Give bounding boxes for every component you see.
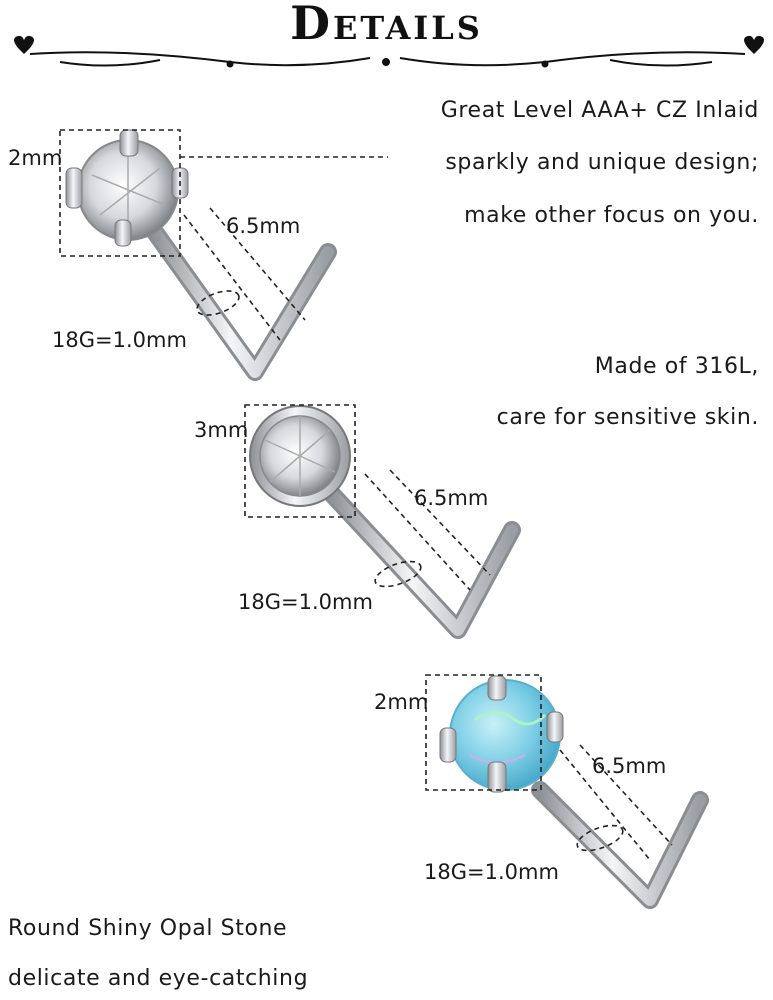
stud-2-size-label: 3mm: [194, 418, 249, 442]
stud-2-gauge-label: 18G=1.0mm: [238, 590, 373, 614]
feature-line-1: Great Level AAA+ CZ Inlaid: [440, 98, 759, 123]
stud-2-clear-cz-bezel: [249, 405, 521, 639]
stud-1-clear-cz: [65, 129, 337, 381]
stud-1-length-label: 6.5mm: [226, 214, 301, 238]
material-line-2: care for sensitive skin.: [496, 405, 759, 430]
page-title: Details: [290, 0, 483, 50]
heart-icon-right: [744, 35, 764, 54]
stud-3-blue-opal: [439, 675, 709, 909]
stud-1-gauge-label: 18G=1.0mm: [52, 328, 187, 352]
feature-line-3: make other focus on you.: [464, 203, 759, 228]
feature-line-2: sparkly and unique design;: [445, 150, 759, 175]
stud-3-gauge-label: 18G=1.0mm: [424, 860, 559, 884]
opal-line-2: delicate and eye-catching: [8, 966, 309, 991]
ornament-divider: [29, 51, 746, 68]
heart-icon-left: [14, 35, 34, 54]
opal-line-1: Round Shiny Opal Stone: [8, 916, 288, 941]
stud-3-size-label: 2mm: [374, 690, 429, 714]
stud-2-dimension-lines: [244, 404, 491, 591]
stud-1-dimension-lines: [59, 129, 388, 341]
stud-2-length-label: 6.5mm: [414, 486, 489, 510]
stud-3-length-label: 6.5mm: [592, 754, 667, 778]
stud-1-size-label: 2mm: [8, 146, 63, 170]
stud-3-dimension-lines: [425, 674, 673, 861]
material-line-1: Made of 316L,: [594, 354, 759, 379]
